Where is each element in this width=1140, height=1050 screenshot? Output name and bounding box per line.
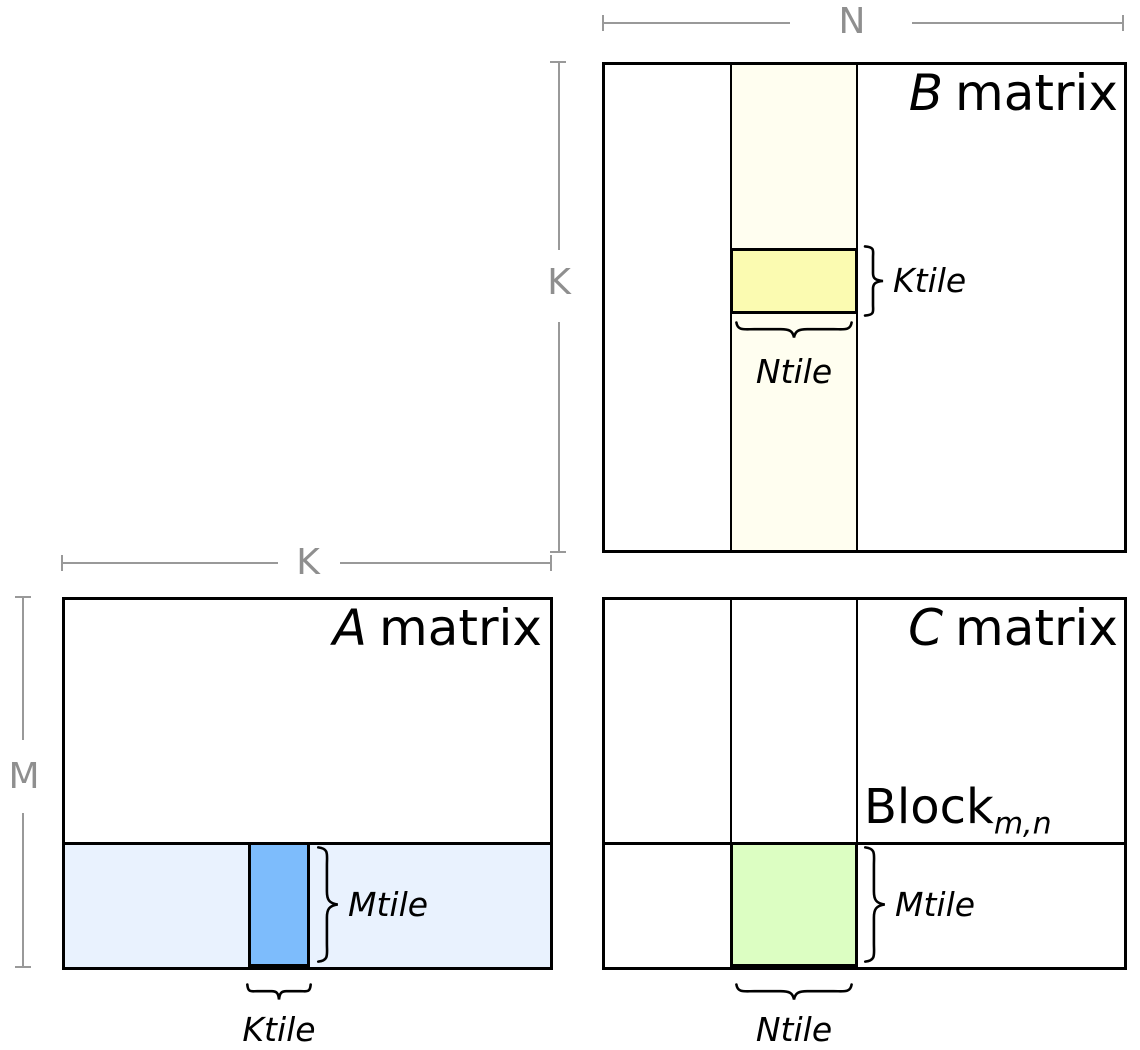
n-dim-segment — [603, 22, 790, 24]
m-dim-segment — [22, 597, 24, 740]
k-dim-b-segment — [558, 62, 560, 250]
block-label-base: Block — [864, 779, 994, 835]
c-mtile-label: Mtile — [895, 885, 976, 924]
c-matrix — [602, 597, 1127, 970]
m-dim-tick — [15, 596, 31, 598]
k-dim-b-label: K — [547, 262, 571, 303]
c-mtile-ntile-tile — [730, 842, 858, 967]
b-ktile-ntile-tile — [730, 248, 858, 314]
m-dim-segment — [22, 813, 24, 968]
m-dim-tick — [15, 966, 31, 968]
b-ktile-label: Ktile — [893, 261, 967, 300]
c-matrix-letter: C — [908, 599, 943, 657]
a-mtile-label: Mtile — [348, 885, 429, 924]
c-ntile-brace-under-icon — [734, 982, 854, 1002]
a-mtile-ktile-tile — [248, 842, 310, 967]
block-mn-label: Blockm,n — [864, 779, 1052, 842]
n-dim-segment — [912, 22, 1124, 24]
b-matrix-letter: B — [908, 64, 943, 122]
a-ktile-label: Ktile — [242, 1010, 316, 1049]
b-matrix-word: matrix — [955, 64, 1118, 122]
b-ktile-brace-right-icon — [862, 245, 886, 317]
a-matrix-letter: A — [332, 599, 367, 657]
k-dim-a-segment — [340, 562, 552, 564]
k-dim-b-tick — [550, 61, 566, 63]
k-dim-b-segment — [558, 322, 560, 553]
n-dim-tick — [602, 15, 604, 31]
n-dim-label: N — [838, 1, 866, 42]
c-row-divider — [605, 842, 1124, 845]
k-dim-a-label: K — [296, 542, 320, 583]
b-ntile-brace-under-icon — [734, 320, 854, 340]
c-column-divider — [856, 600, 858, 967]
a-mtile-brace-right-icon — [315, 845, 341, 964]
m-dim-label: M — [8, 756, 40, 797]
k-dim-a-segment — [62, 562, 278, 564]
c-mtile-brace-right-icon — [862, 845, 888, 964]
c-column-divider — [730, 600, 732, 967]
k-dim-a-tick — [61, 555, 63, 571]
a-ktile-brace-under-icon — [246, 982, 312, 1002]
a-matrix-word: matrix — [379, 599, 542, 657]
b-ntile-label: Ntile — [755, 352, 833, 391]
c-ntile-label: Ntile — [755, 1010, 833, 1049]
b-matrix — [602, 62, 1127, 553]
k-dim-a-tick — [550, 555, 552, 571]
c-matrix-word: matrix — [955, 599, 1118, 657]
k-dim-b-tick — [550, 551, 566, 553]
block-label-subscript: m,n — [993, 806, 1052, 842]
n-dim-tick — [1122, 15, 1124, 31]
